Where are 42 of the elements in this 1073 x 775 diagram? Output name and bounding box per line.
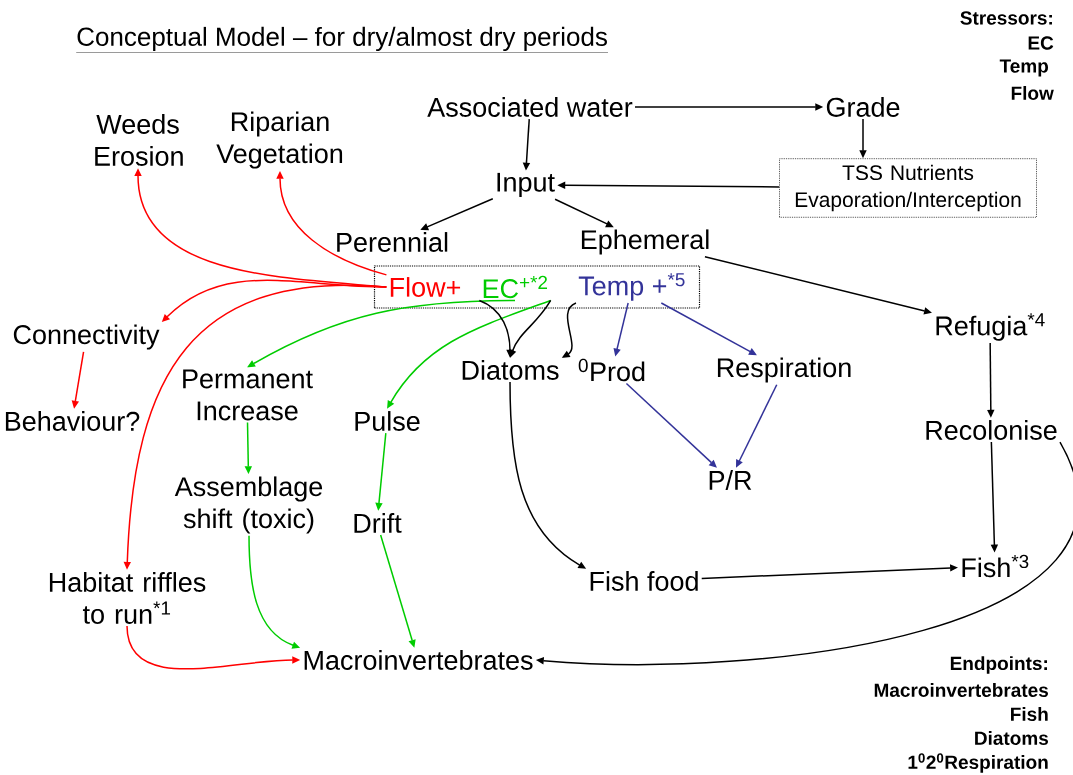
effect-label: Behaviour? (5, 411, 140, 431)
effect-label: Respiration (717, 357, 851, 383)
process-box: TSS Nutrients Evaporation/Interception (779, 158, 1037, 218)
legend-item: Fish (1011, 707, 1048, 721)
legend-item: 1$^{0}$2$^{0}$Respiration (908, 753, 1048, 773)
legend-item: Macroinvertebrates (874, 683, 1048, 697)
legend-heading: Stressors: (960, 11, 1052, 25)
stressor-label: Temp +$^{*5}$ (578, 273, 685, 301)
arrow (247, 299, 516, 368)
effect-label: Habitat riffles to run$^{*1}$ (49, 572, 206, 624)
arrow (625, 382, 717, 468)
effect-label: Fish$^{*3}$ (962, 554, 1029, 578)
stressor-box (373, 265, 701, 309)
process-label: Grade (826, 97, 900, 117)
effect-label: P/R (709, 470, 752, 490)
effect-label: Recolonise (926, 420, 1057, 440)
process-label: Input (497, 172, 555, 198)
effect-label: Riparian Vegetation (216, 111, 343, 169)
process-label: Perennial (337, 232, 448, 252)
effect-label: Fish food (590, 571, 698, 591)
legend-item: Temp (999, 59, 1048, 77)
legend-item: Flow (1011, 86, 1054, 100)
effect-label: Weeds Erosion (95, 114, 183, 166)
effect-label: $^{0}$Prod (578, 358, 645, 382)
effect-label: Permanent Increase (183, 369, 313, 421)
effect-label: Pulse (355, 411, 420, 431)
legend-heading: Endpoints: (950, 656, 1047, 674)
effect-label: Connectivity (13, 324, 160, 350)
legend-item: EC (1028, 36, 1054, 50)
arrow (704, 256, 932, 315)
effect-label: Assemblage shift (toxic) (174, 476, 323, 534)
process-label: Ephemeral (581, 229, 709, 255)
effect-label: Drift (354, 513, 402, 533)
effect-label: Refugia$^{*4}$ (936, 313, 1045, 341)
stressor-label: Flow+ (390, 277, 461, 297)
effect-label: Diatoms (462, 360, 559, 380)
stressor-label: EC$^{+*2}$ (483, 275, 547, 299)
process-label: Associated water (427, 97, 633, 117)
arrow (660, 302, 757, 356)
title: Conceptual Model – for dry/almost dry periods (76, 26, 609, 53)
legend-item: Diatoms (975, 731, 1048, 745)
endpoint-label: Macroinvertebrates (304, 650, 533, 670)
